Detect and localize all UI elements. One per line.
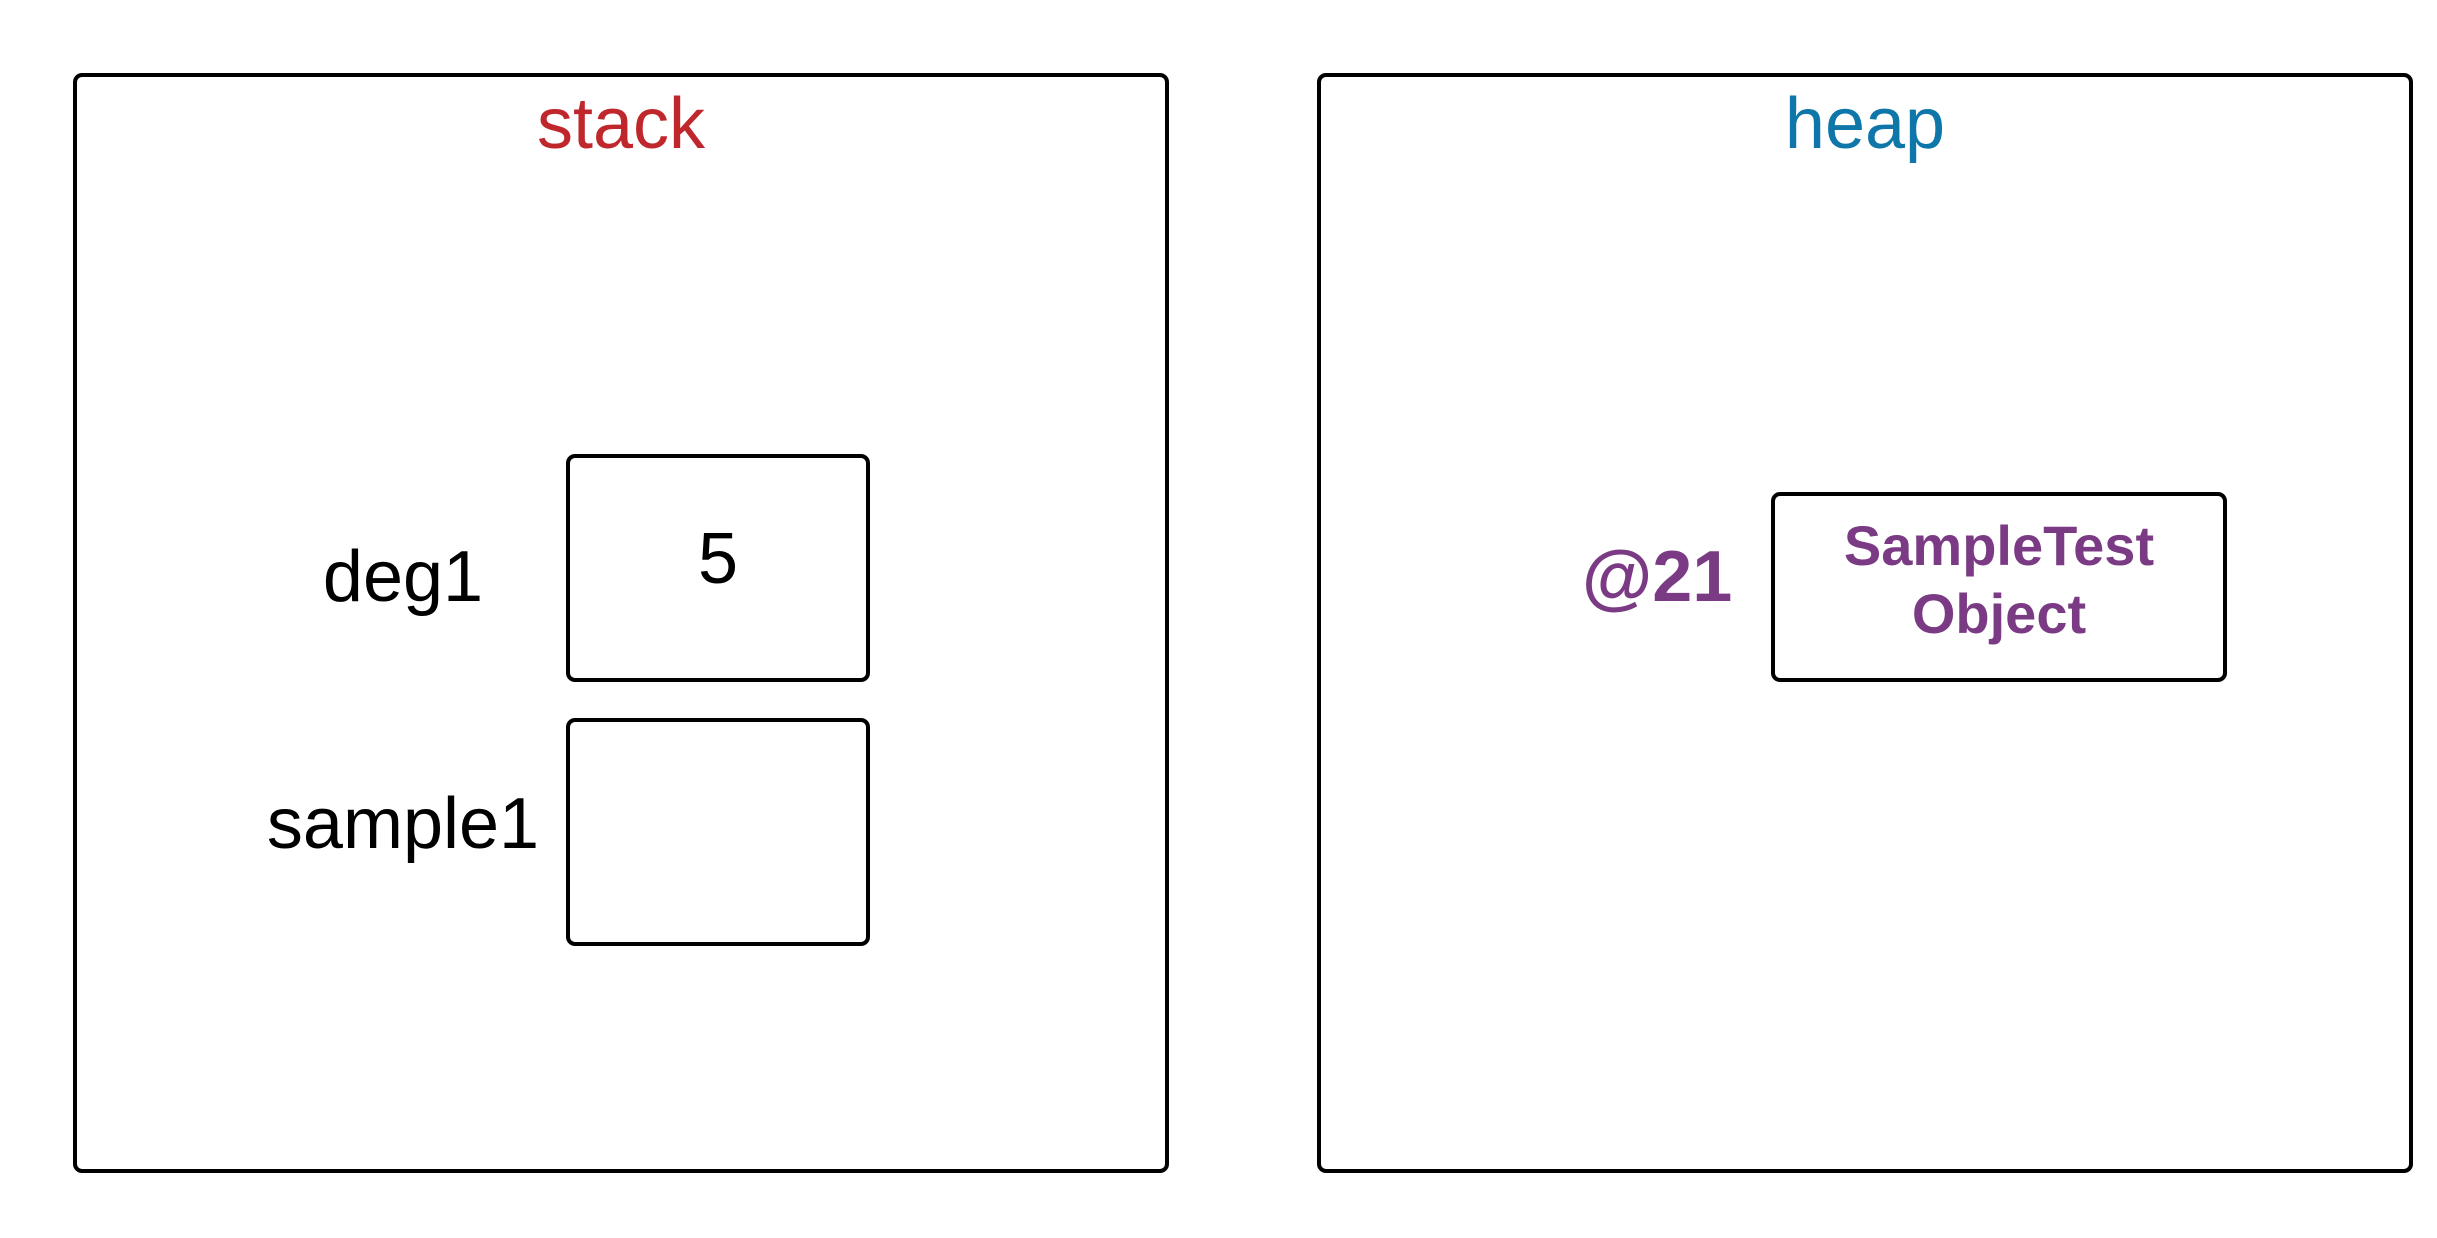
object-label-line2: Object	[1911, 582, 2087, 645]
stack-title: stack	[536, 84, 706, 164]
variable-name-sample1: sample1	[266, 784, 540, 864]
object-address: @21	[1582, 537, 1733, 617]
stack-panel: stack deg1 5 sample1	[73, 73, 1169, 1173]
heap-title: heap	[1784, 84, 1946, 164]
variable-name-deg1: deg1	[322, 537, 484, 617]
heap-object-box: SampleTest Object	[1771, 492, 2227, 682]
variable-cell-sample1	[566, 718, 870, 946]
variable-value-deg1: 5	[697, 519, 739, 599]
heap-panel: heap @21 SampleTest Object	[1317, 73, 2413, 1173]
variable-cell-deg1: 5	[566, 454, 870, 682]
object-label-line1: SampleTest	[1843, 514, 2155, 577]
